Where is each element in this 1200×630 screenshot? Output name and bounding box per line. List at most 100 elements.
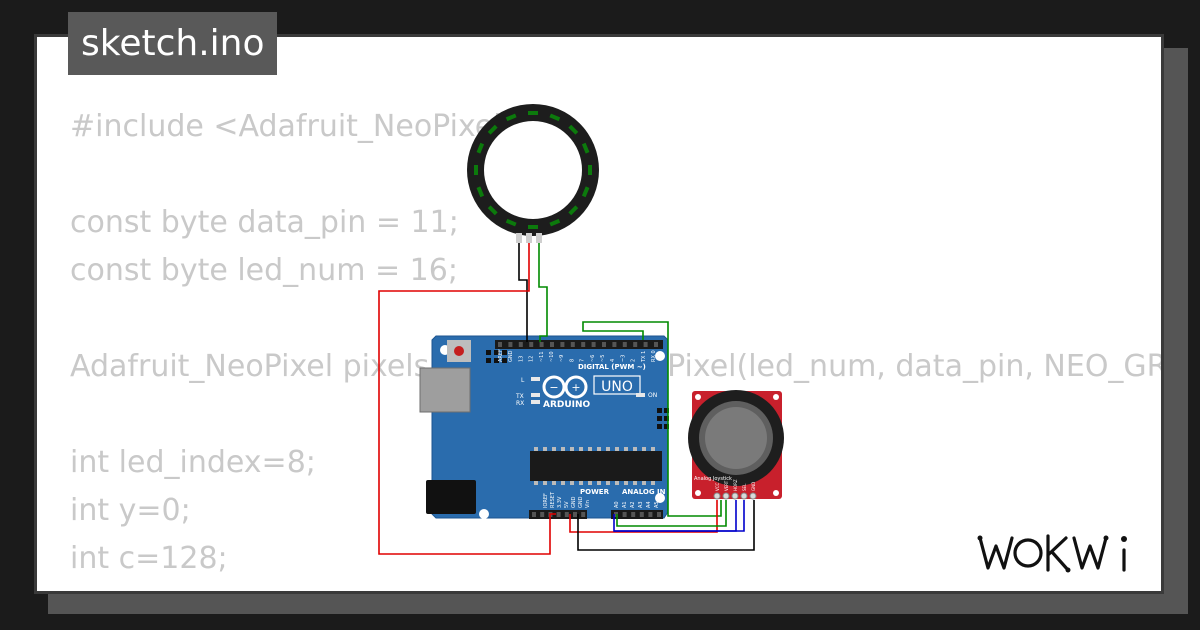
neopixel-led <box>568 205 579 216</box>
analog-pin-label: A5 <box>654 501 660 508</box>
on-label: ON <box>648 392 657 399</box>
wire-ring-vcc <box>378 243 556 555</box>
wires <box>378 243 755 555</box>
analog-pin-label: A2 <box>630 501 636 508</box>
wire-joy-vert <box>616 500 727 527</box>
wire-joy-gnd <box>577 500 755 551</box>
digital-pin-label: 12 <box>529 356 535 362</box>
digital-pin-label: 13 <box>518 356 524 362</box>
joystick-pin[interactable] <box>740 492 748 500</box>
analog-joystick[interactable]: Analog Joystick VCC VERT HORZ SEL GND <box>688 390 784 500</box>
usb-port <box>419 367 471 413</box>
analog-label: ANALOG IN <box>622 488 666 496</box>
code-line: int c=128; <box>70 541 228 576</box>
neopixel-led <box>476 186 485 198</box>
digital-header[interactable] <box>495 340 663 349</box>
neopixel-ring[interactable] <box>467 104 599 243</box>
joystick-pin-label: VCC <box>715 482 720 491</box>
neopixel-led <box>549 218 561 227</box>
power-jack <box>426 480 476 514</box>
analog-pin-label: A0 <box>614 501 620 508</box>
digital-pin-label: ~5 <box>600 355 606 362</box>
arduino-logo-icon: − + <box>542 375 588 399</box>
joystick-pin-label: SEL <box>742 483 747 491</box>
mounting-hole <box>479 509 489 519</box>
power-pin-label: GND <box>578 496 584 508</box>
digital-pin-label: ~3 <box>620 355 626 362</box>
power-pin-label: IOREF <box>543 493 549 508</box>
svg-text:−: − <box>549 381 558 394</box>
wire-joy-horz-2 <box>614 500 745 532</box>
digital-pin-label: GND <box>508 350 514 362</box>
joystick-pin-label: HORZ <box>733 479 738 491</box>
neopixel-led <box>505 113 517 122</box>
joystick-pin[interactable] <box>722 492 730 500</box>
digital-pin-label: TX 1 <box>641 351 647 363</box>
mounting-hole <box>655 351 665 361</box>
neopixel-led <box>549 113 561 122</box>
power-pin-label: Vin <box>585 500 591 508</box>
analog-pin-label: A3 <box>638 501 644 508</box>
digital-pin-label: ~10 <box>549 351 555 362</box>
neopixel-led <box>581 186 590 198</box>
digital-pin-label: 4 <box>610 359 616 362</box>
joystick-pin[interactable] <box>749 492 757 500</box>
neopixel-led <box>528 111 538 115</box>
power-led <box>636 393 645 397</box>
neopixel-led <box>581 142 590 154</box>
joystick-label: Analog Joystick <box>694 476 732 482</box>
digital-pin-label: AREF <box>498 349 504 362</box>
joystick-pin[interactable] <box>731 492 739 500</box>
power-pin-label: GND <box>571 496 577 508</box>
power-label: POWER <box>580 488 610 496</box>
arduino-uno-board[interactable]: DIGITAL (PWM ~) − + ARDUINO UNO L TX RX … <box>419 335 669 519</box>
code-line: int y=0; <box>70 493 191 528</box>
digital-pin-label: ~9 <box>559 355 565 362</box>
digital-pin-label: 2 <box>631 359 637 362</box>
board-brand: ARDUINO <box>543 400 591 410</box>
file-tab[interactable]: sketch.ino <box>68 12 278 75</box>
led-label-rx: RX <box>516 400 524 407</box>
side-header <box>657 408 669 429</box>
digital-pin-label: 7 <box>580 359 586 362</box>
joystick-pin-label: GND <box>751 482 756 491</box>
wire-joy-sel <box>582 321 722 517</box>
digital-pin-label: ~6 <box>590 355 596 362</box>
neopixel-led <box>487 205 498 216</box>
board-model: UNO <box>601 379 633 395</box>
joystick-pin-label: VERT <box>724 480 729 491</box>
icsp-header <box>486 350 507 363</box>
wire-ring-data <box>538 243 548 342</box>
led-label-l: L <box>521 377 525 384</box>
code-line: const byte led_num = 16; <box>70 253 458 288</box>
neopixel-led <box>588 165 592 175</box>
neopixel-led <box>568 124 579 135</box>
power-pin-label: 5V <box>564 501 570 508</box>
joystick-pin[interactable] <box>713 492 721 500</box>
wire-joy-vcc <box>569 500 718 533</box>
code-line: int led_index=8; <box>70 445 316 480</box>
code-line: Adafruit_NeoPixel pixels = Adafruit_NeoP… <box>70 349 1161 384</box>
power-pin-label: RESET <box>550 491 556 508</box>
digital-label: DIGITAL (PWM ~) <box>578 363 646 371</box>
digital-pin-label: ~11 <box>539 351 545 362</box>
neopixel-led <box>505 218 517 227</box>
svg-text:+: + <box>571 381 580 394</box>
neopixel-led <box>476 142 485 154</box>
neopixel-led <box>474 165 478 175</box>
mounting-hole <box>655 493 665 503</box>
digital-pin-label: RX 0 <box>651 350 657 362</box>
wire-ring-gnd <box>518 243 528 342</box>
digital-pin-label: 8 <box>569 359 575 362</box>
code-line: const byte data_pin = 11; <box>70 205 459 240</box>
microcontroller-chip <box>530 451 662 481</box>
power-pin-label: 3.3V <box>557 496 563 508</box>
neopixel-led <box>528 225 538 229</box>
analog-pin-label: A4 <box>646 501 652 508</box>
analog-header[interactable] <box>611 510 663 519</box>
led-label-tx: TX <box>515 393 524 400</box>
wokwi-logo <box>977 534 1127 573</box>
neopixel-led <box>487 124 498 135</box>
analog-pin-label: A1 <box>622 501 628 508</box>
